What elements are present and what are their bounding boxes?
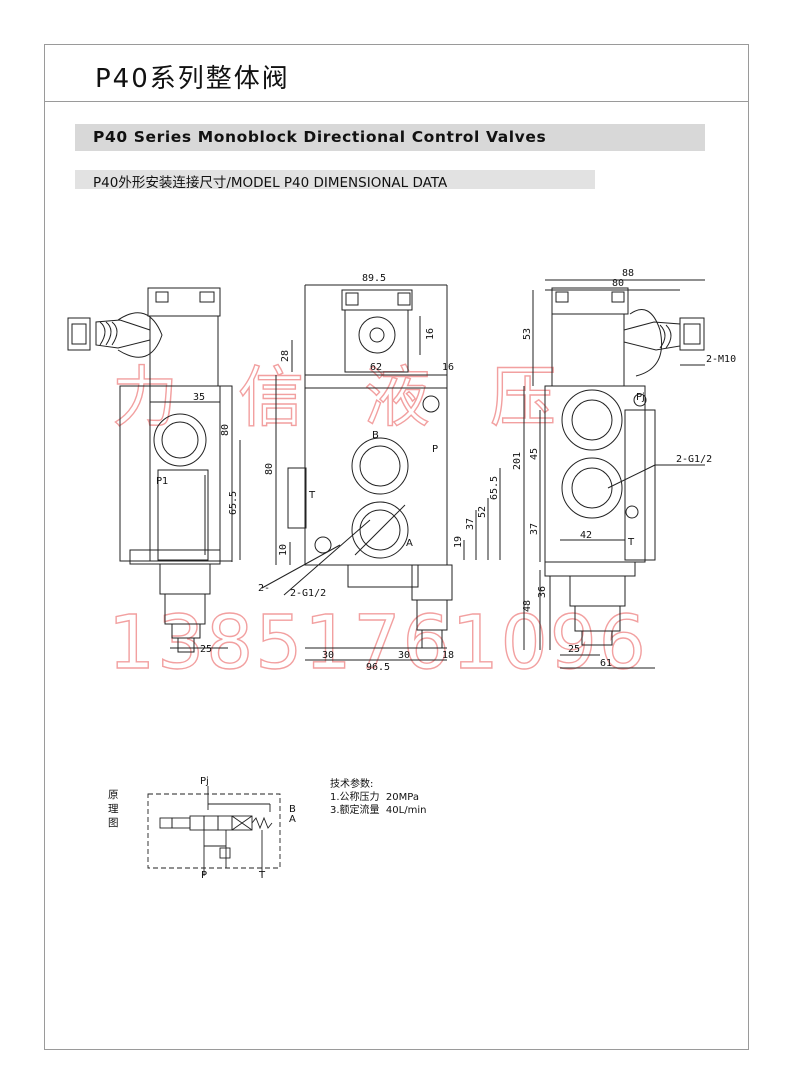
dim-label: 10 <box>278 544 289 556</box>
dim-label: 53 <box>522 328 533 340</box>
dim-label: 25 <box>568 644 580 655</box>
dim-label: 42 <box>580 530 592 541</box>
hydraulic-schematic <box>147 786 281 876</box>
port-label: T <box>308 490 316 501</box>
dim-label: 16 <box>425 328 436 340</box>
port-spec-label: 2-G1/2 <box>676 454 712 465</box>
dim-label: 37 <box>529 523 540 535</box>
watermark-company: 力信液压 <box>112 359 616 436</box>
dim-label: 52 <box>477 506 488 518</box>
spec-value: 40L/min <box>385 805 427 816</box>
dim-label: 48 <box>522 600 533 612</box>
spec-label: 1.公称压力 <box>330 792 380 803</box>
front-view-dims: 89.5 16 28 62 16 80 65.5 52 37 19 10 30 … <box>258 273 500 673</box>
dim-label: 30 <box>322 650 334 661</box>
schematic-port-label: T <box>258 870 266 881</box>
right-view-dims: 88 80 53 2-M10 201 45 37 42 48 36 25 61 … <box>512 268 736 669</box>
dim-label: 45 <box>529 448 540 460</box>
port-label: T <box>627 537 635 548</box>
section-band: P40外形安装连接尺寸/MODEL P40 DIMENSIONAL DATA <box>75 170 595 191</box>
section-title: P40外形安装连接尺寸/MODEL P40 DIMENSIONAL DATA <box>93 175 448 191</box>
left-view-dims: 35 80 65.5 25 P1 <box>156 392 239 655</box>
dim-label: 35 <box>193 392 205 403</box>
spec-row: 1.公称压力 20MPa <box>330 791 426 804</box>
right-view <box>523 279 705 669</box>
dim-label: 61 <box>600 658 612 669</box>
port-label: Pj <box>636 392 645 403</box>
port-label: B <box>372 430 379 441</box>
subtitle-band: P40 Series Monoblock Directional Control… <box>75 124 705 151</box>
spec-row: 3.额定流量 40L/min <box>330 804 426 817</box>
dim-label: 18 <box>442 650 454 661</box>
schematic-caption: 原理图 <box>108 789 119 829</box>
dim-label: 19 <box>453 536 464 548</box>
dim-label: 2-M10 <box>706 354 736 365</box>
dim-label: 65.5 <box>489 476 500 500</box>
schematic-port-label: Pj <box>200 776 209 787</box>
page-title: P40系列整体阀 <box>95 64 290 94</box>
left-view <box>67 287 241 653</box>
port-label: P1 <box>156 476 168 487</box>
spec-title: 技术参数: <box>330 779 374 790</box>
dim-label: 30 <box>398 650 410 661</box>
front-view <box>261 284 501 661</box>
dim-label: 65.5 <box>228 491 239 515</box>
dim-label: 25 <box>200 644 212 655</box>
schematic-port-label: B <box>289 804 296 815</box>
dim-label: 201 <box>512 452 523 470</box>
port-label: A <box>406 538 413 549</box>
dim-label: 36 <box>537 586 548 598</box>
schematic-port-label: A <box>289 814 296 825</box>
schematic-labels: Pj B A P T <box>200 776 296 881</box>
dim-label: 88 <box>622 268 634 279</box>
spec-value: 20MPa <box>385 792 419 803</box>
dim-label: 28 <box>280 350 291 362</box>
title-row <box>45 45 748 102</box>
watermark: 力信液压 13851761096 <box>107 358 648 686</box>
page-frame <box>44 44 749 1050</box>
dim-label: 80 <box>612 278 624 289</box>
spec-label: 3.额定流量 <box>330 805 380 816</box>
dim-label: 62 <box>370 362 382 373</box>
dim-label: 96.5 <box>366 662 390 673</box>
dim-label: 37 <box>465 518 476 530</box>
dim-label: 80 <box>264 463 275 475</box>
dim-label: 80 <box>220 424 231 436</box>
subtitle-en: P40 Series Monoblock Directional Control… <box>93 128 547 146</box>
port-spec-label: 2-G1/2 <box>290 588 326 599</box>
dim-label: 16 <box>442 362 454 373</box>
schematic-port-label: P <box>201 870 207 881</box>
dim-label: 89.5 <box>362 273 386 284</box>
port-label: P <box>432 444 438 455</box>
tech-specs: 技术参数: 1.公称压力 20MPa 3.额定流量 40L/min <box>330 778 426 817</box>
watermark-phone: 13851761096 <box>108 600 648 686</box>
port-spec-label: 2- <box>258 583 270 594</box>
